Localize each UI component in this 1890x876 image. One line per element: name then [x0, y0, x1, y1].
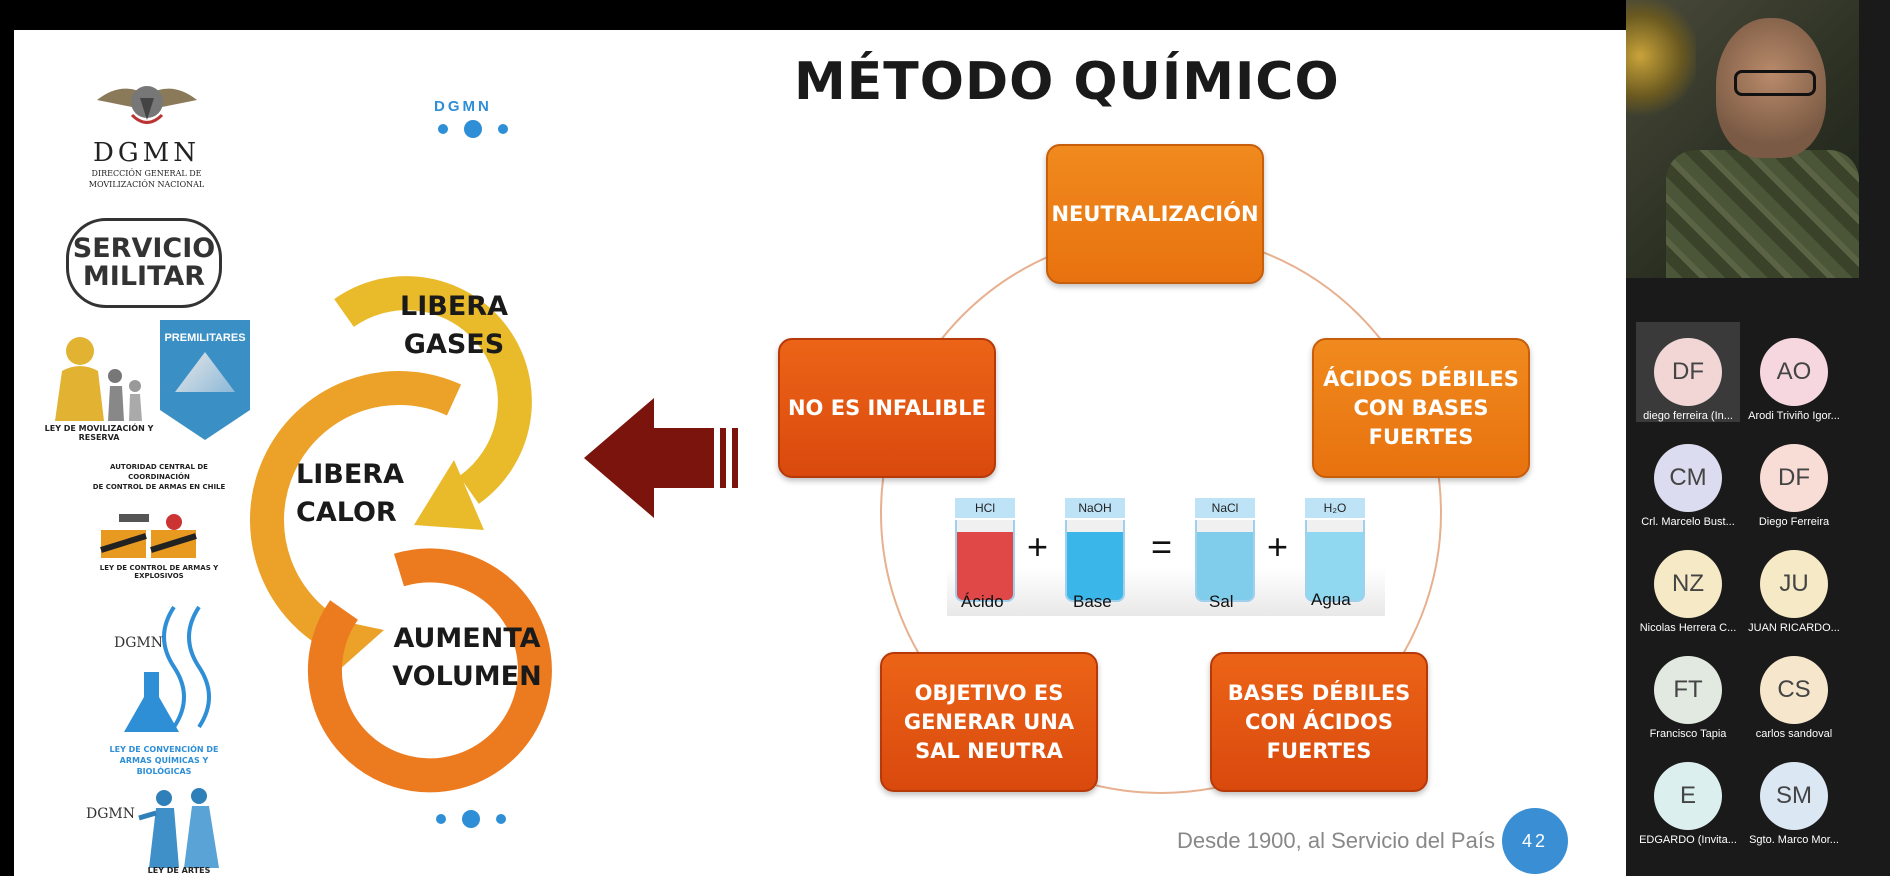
- participant-tile[interactable]: JU JUAN RICARDO...: [1742, 534, 1846, 634]
- participant-tile[interactable]: DF diego ferreira (In...: [1636, 322, 1740, 422]
- cycle-label-volumen: AUMENTA VOLUMEN: [392, 623, 542, 692]
- avatar: E: [1654, 762, 1722, 830]
- dgmn-logo-text: DGMN: [93, 138, 200, 168]
- premilitares-label: PREMILITARES: [164, 332, 246, 344]
- dots-top: [434, 120, 514, 138]
- page-number: 42: [1502, 808, 1568, 874]
- neutralization-equation: HCl Ácido + NaOH Base = NaCl Sal + H₂O A…: [947, 496, 1385, 616]
- ley-movilizacion-label: LEY DE MOVILIZACIÓN Y RESERVA: [44, 424, 154, 442]
- dna-flask-icon: DGMN: [114, 605, 211, 732]
- participant-tile[interactable]: AO Arodi Triviño Igor...: [1742, 322, 1846, 422]
- avatar: CM: [1654, 444, 1722, 512]
- participant-tile[interactable]: SM Sgto. Marco Mor...: [1742, 746, 1846, 846]
- slide-title: MÉTODO QUÍMICO: [794, 52, 1340, 112]
- participant-name: Francisco Tapia: [1649, 728, 1727, 740]
- svg-text:DGMN: DGMN: [86, 806, 135, 822]
- premilitares-shield: PREMILITARES: [160, 320, 250, 440]
- glasses-icon: [1734, 70, 1816, 96]
- beaker-base: NaOH: [1065, 498, 1125, 602]
- participant-tile[interactable]: CS carlos sandoval: [1742, 640, 1846, 740]
- cycle-label-gases: LIBERA GASES: [400, 291, 508, 360]
- dgmn-emblem-icon: [97, 86, 197, 124]
- label-base: Base: [1073, 592, 1112, 611]
- participant-name: carlos sandoval: [1755, 728, 1833, 740]
- formula-salt: NaCl: [1195, 498, 1255, 518]
- participant-tile[interactable]: DF Diego Ferreira: [1742, 428, 1846, 528]
- box-neutralizacion: NEUTRALIZACIÓN: [1046, 144, 1264, 284]
- formula-water: H₂O: [1305, 498, 1365, 518]
- dgmn-logo-subtitle: DIRECCIÓN GENERAL DE MOVILIZACIÓN NACION…: [88, 169, 205, 189]
- participant-tile[interactable]: NZ Nicolas Herrera C...: [1636, 534, 1740, 634]
- participant-name: Nicolas Herrera C...: [1639, 622, 1737, 634]
- avatar: CS: [1760, 656, 1828, 724]
- slide-footer: Desde 1900, al Servicio del País: [1177, 828, 1495, 853]
- martial-arts-icon: DGMN: [86, 788, 219, 868]
- ley-artes-label: LEY DE ARTES MARCIALES: [147, 866, 211, 876]
- avatar: AO: [1760, 338, 1828, 406]
- box-no-es-infalible: NO ES INFALIBLE: [778, 338, 996, 478]
- formula-base: NaOH: [1065, 498, 1125, 518]
- autoridad-label: AUTORIDAD CENTRAL DE COORDINACIÓN DE CON…: [92, 463, 226, 491]
- participant-name: Sgto. Marco Mor...: [1749, 834, 1839, 846]
- background-hazard: [1626, 0, 1696, 140]
- avatar: DF: [1654, 338, 1722, 406]
- beaker-water: H₂O: [1305, 498, 1365, 602]
- participant-name: Diego Ferreira: [1758, 516, 1830, 528]
- ley-armas-label: LEY DE CONTROL DE ARMAS Y EXPLOSIVOS: [99, 564, 219, 580]
- cycle-label-calor: LIBERA CALOR: [296, 459, 404, 528]
- participant-name: Arodi Triviño Igor...: [1748, 410, 1840, 422]
- label-acid: Ácido: [961, 592, 1004, 611]
- dots-bottom: [432, 810, 512, 828]
- participant-name: EDGARDO (Invita...: [1639, 834, 1737, 846]
- premilitares-emblem-icon: [175, 352, 235, 392]
- plus-sign-1: +: [1027, 526, 1049, 567]
- label-salt: Sal: [1209, 592, 1234, 611]
- box-bases-debiles: BASES DÉBILES CON ÁCIDOS FUERTES: [1210, 652, 1428, 792]
- equals-sign: =: [1151, 526, 1173, 567]
- beaker-salt: NaCl: [1195, 498, 1255, 602]
- participant-tile[interactable]: FT Francisco Tapia: [1636, 640, 1740, 740]
- servicio-militar-text: SERVICIO MILITAR: [72, 233, 216, 292]
- label-water: Agua: [1311, 590, 1351, 609]
- top-bar: [0, 0, 1626, 30]
- participant-name: diego ferreira (In...: [1643, 410, 1733, 422]
- dgmn-header-label: DGMN: [434, 98, 492, 115]
- speaker-uniform: [1666, 150, 1859, 278]
- plus-sign-2: +: [1267, 526, 1289, 567]
- participant-tile[interactable]: E EDGARDO (Invita...: [1636, 746, 1740, 846]
- svg-text:DGMN: DGMN: [114, 635, 163, 651]
- soldier-figures-icon: [55, 337, 142, 421]
- beaker-acid: HCl: [955, 498, 1015, 602]
- box-objetivo: OBJETIVO ES GENERAR UNA SAL NEUTRA: [880, 652, 1098, 792]
- left-arrow-icon: [584, 398, 738, 518]
- avatar: FT: [1654, 656, 1722, 724]
- presentation-slide: DGMN DIRECCIÓN GENERAL DE MOVILIZACIÓN N…: [14, 30, 1626, 876]
- weapons-boxes-icon: [100, 514, 197, 558]
- avatar: JU: [1760, 550, 1828, 618]
- participant-name: Crl. Marcelo Bust...: [1641, 516, 1735, 528]
- servicio-militar-logo: SERVICIO MILITAR: [66, 218, 222, 308]
- formula-acid: HCl: [955, 498, 1015, 518]
- avatar: NZ: [1654, 550, 1722, 618]
- box-acidos-debiles: ÁCIDOS DÉBILES CON BASES FUERTES: [1312, 338, 1530, 478]
- avatar: DF: [1760, 444, 1828, 512]
- avatar: SM: [1760, 762, 1828, 830]
- participant-tile[interactable]: CM Crl. Marcelo Bust...: [1636, 428, 1740, 528]
- ley-convencion-label: LEY DE CONVENCIÓN DE ARMAS QUÍMICAS Y BI…: [109, 745, 219, 776]
- speaker-video[interactable]: [1626, 0, 1859, 278]
- cycle-diagram: [250, 276, 552, 793]
- participant-name: JUAN RICARDO...: [1748, 622, 1840, 634]
